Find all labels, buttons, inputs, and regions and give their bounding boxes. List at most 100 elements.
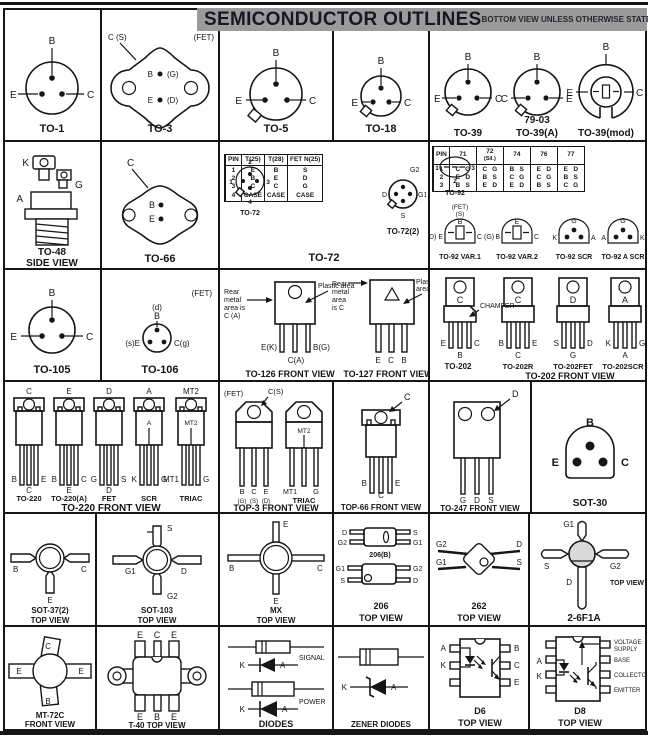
to220-p4-name: SCR xyxy=(141,494,157,503)
206b-label-g1: G1 xyxy=(413,540,422,547)
to3-label-g: (G) xyxy=(167,70,179,79)
to92-can-outline xyxy=(438,155,471,178)
to127-note-2: metal xyxy=(332,289,350,296)
signal-k: K xyxy=(240,661,246,670)
d6-label-b: B xyxy=(514,644,519,653)
cell-zener: K A ZENER DIODES xyxy=(332,625,430,731)
to5-caption: TO-5 xyxy=(264,123,289,135)
d6-caption2: TOP VIEW xyxy=(458,718,502,728)
signal-a: A xyxy=(280,661,286,670)
to66-label-c: C xyxy=(127,158,134,169)
to39-label-b: B xyxy=(465,52,472,63)
sot103-label-d: D xyxy=(181,567,187,576)
to66-pins xyxy=(158,202,164,222)
to127-note-4: is C xyxy=(332,305,344,312)
d8-label-vsupply-2: SUPPLY xyxy=(614,647,637,653)
to127-note-3: area xyxy=(332,297,346,304)
to3-outline xyxy=(110,42,210,129)
to220-p5-top: MT2 xyxy=(183,387,200,396)
to126-lead-ca: C(A) xyxy=(288,356,305,365)
power-label: POWER xyxy=(299,699,325,706)
top66-lead-b: B xyxy=(362,479,367,488)
to3-case-label: C (S) xyxy=(108,33,127,42)
to72v2-label-d: D xyxy=(382,192,387,199)
to66-label-b: B xyxy=(149,200,155,210)
cell-d6: A K B C E D6 TOP VIEW xyxy=(428,625,530,731)
cell-to126-to127: Rear metal area is C (A) Plastic area E(… xyxy=(218,268,430,382)
to92scr-g: G xyxy=(571,218,576,225)
to202-p2-mid: C xyxy=(515,351,521,360)
to220-p5-name: TRIAC xyxy=(180,494,203,503)
to72-caption: TO-72 xyxy=(308,252,340,264)
to92var1-left: (D) E xyxy=(430,234,443,241)
to105-label-c: C xyxy=(86,332,93,343)
to48-drawing: K G A TO-48 SIDE VIEW xyxy=(16,155,83,268)
206a-label-g2: G2 xyxy=(413,566,422,573)
sot103-drawing: S G1 D G2 SOT-103 TOP VIEW xyxy=(112,524,202,625)
signal-diode-outline xyxy=(228,640,324,672)
d8-caption2: TOP VIEW xyxy=(558,718,602,728)
zener-a: A xyxy=(391,683,397,692)
to106-pins xyxy=(147,327,167,345)
to220-p1-name: TO-220 xyxy=(16,494,41,503)
262-label-g2: G2 xyxy=(436,540,447,549)
to202-p1-outline xyxy=(443,277,480,349)
to72v2-pins xyxy=(393,184,413,204)
to105-caption: TO-105 xyxy=(33,364,70,376)
t40-top-e1: E xyxy=(137,630,143,640)
to202-p3-tab: D xyxy=(570,295,577,305)
cell-to247: D G D S TO-247 FRONT VIEW xyxy=(428,380,532,514)
top3-lead-g: (G) xyxy=(238,499,247,505)
to1-pins xyxy=(39,75,65,97)
d6-drawing: A K B C E D6 TOP VIEW xyxy=(441,638,520,728)
to72-pin4: 4 xyxy=(248,199,252,206)
cell-top66: C B C E TOP-66 FRONT VIEW xyxy=(332,380,430,514)
to92-th-72: 72(Sil.) xyxy=(475,146,504,165)
top66-drawing: C B C E TOP-66 FRONT VIEW xyxy=(341,392,422,512)
top3-caption: TOP-3 FRONT VIEW xyxy=(233,503,319,512)
signal-label: SIGNAL xyxy=(299,655,325,662)
cell-26f1a: G1 S G2 D TOP VIEW 2-6F1A xyxy=(528,512,647,627)
sot103-label-s: S xyxy=(167,524,172,533)
to220-p2-top: E xyxy=(66,387,71,396)
to39mod-caption: TO-39(mod) xyxy=(578,128,634,139)
to92var1-b: B xyxy=(458,219,463,226)
262-caption1: 262 xyxy=(471,601,486,611)
to220-p4-top: A xyxy=(146,387,152,396)
to3-label-d: (D) xyxy=(167,96,178,105)
t40-bottom-e2: E xyxy=(171,712,177,722)
cell-sot37: B C E SOT-37(2) TOP VIEW xyxy=(3,512,97,627)
cell-to48: K G A TO-48 SIDE VIEW xyxy=(3,140,102,270)
to105-label-b: B xyxy=(49,288,56,299)
top66-lead-c: C xyxy=(378,491,384,500)
26f1a-caption: 2-6F1A xyxy=(567,613,600,624)
to39mod-label-b: B xyxy=(603,42,610,53)
to202-p3-outline xyxy=(556,277,590,349)
t40-drawing: E C E E B E T-40 TOP VIEW xyxy=(107,630,207,729)
to48-label-k: K xyxy=(22,158,29,169)
262-drawing: G2 D G1 S 262 TOP VIEW xyxy=(436,540,522,623)
to66-drawing: C B E TO-66 xyxy=(121,158,199,265)
to127-plastic-2: area xyxy=(416,286,428,293)
cell-to72: 2 1 3 4 TO-72 PIN T(25) T(28) FET N(25) … xyxy=(218,140,430,270)
top3-lead-b: B xyxy=(239,487,244,496)
to105-label-e: E xyxy=(10,332,17,343)
to126-outline xyxy=(247,281,329,353)
mt72c-label-b: B xyxy=(45,697,50,706)
to92ascr-pins xyxy=(613,227,633,240)
to220-p5-body: MT2 xyxy=(185,420,198,427)
to220-p1-right: E xyxy=(41,475,46,484)
to18-label-b: B xyxy=(378,56,385,67)
206-caption2: TOP VIEW xyxy=(359,613,403,623)
d8-caption1: D8 xyxy=(574,706,586,716)
cell-to66: C B E TO-66 xyxy=(100,140,220,270)
to126-caption: TO-126 FRONT VIEW xyxy=(245,369,335,379)
top3-lead-c: C xyxy=(251,487,257,496)
to202-caption: TO-202 FRONT VIEW xyxy=(525,371,615,380)
to5-drawing: B E C TO-5 xyxy=(235,48,316,135)
mx-label-e-top: E xyxy=(283,520,288,529)
